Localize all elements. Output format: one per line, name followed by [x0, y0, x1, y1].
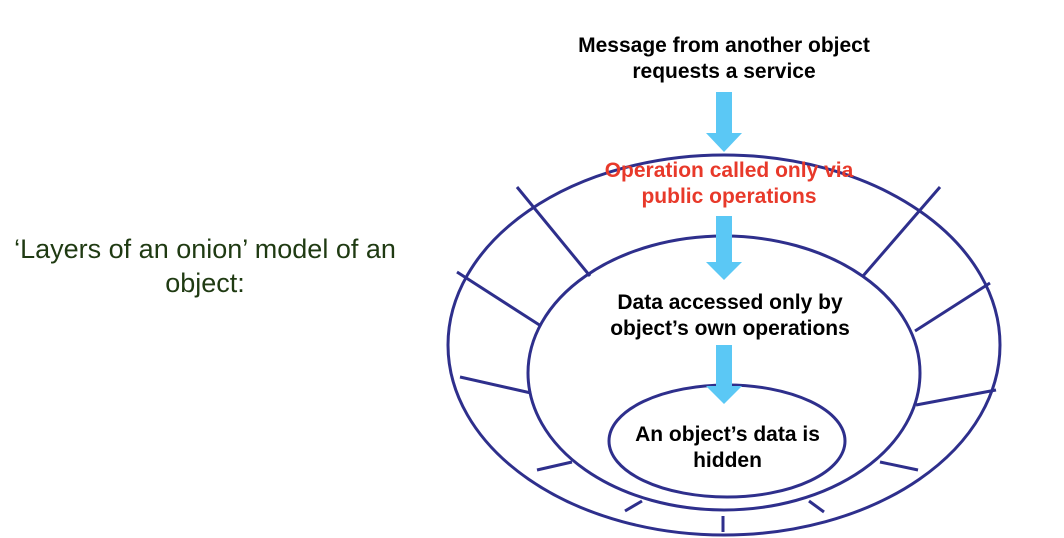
hidden-data-label: An object’s data is hidden — [635, 423, 820, 472]
arrow-down-icon — [706, 216, 742, 280]
data-access-label: Data accessed only by object’s own opera… — [610, 291, 850, 340]
outer-layer — [446, 153, 1002, 537]
onion-model-caption: ‘Layers of an onion’ model of an object: — [14, 234, 396, 298]
operation-label: Operation called only via public operati… — [604, 159, 854, 208]
arrow-down-icon — [706, 345, 742, 404]
arrow-down-icon — [706, 92, 742, 152]
message-label: Message from another object requests a s… — [578, 34, 870, 83]
layer-spokes — [456, 186, 997, 532]
